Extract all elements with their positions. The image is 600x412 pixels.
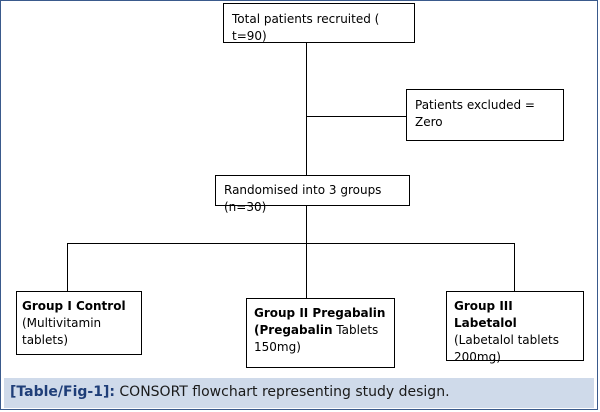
connector-randomised-down: [306, 206, 307, 244]
randomised-box: Randomised into 3 groups (n=30): [215, 175, 410, 214]
group1-detail: (Multivitamin tablets): [22, 316, 102, 347]
group3-detail: (Labetalol tablets 200mg): [454, 333, 559, 364]
randomised-text: Randomised into 3 groups (n=30): [224, 183, 382, 214]
group2-detail-drug: (Pregabalin: [254, 323, 333, 337]
group1-box: Group I Control (Multivitamin tablets): [16, 291, 142, 355]
caption-label: [Table/Fig-1]:: [10, 384, 115, 400]
recruited-box: Total patients recruited ( t=90): [223, 3, 415, 43]
group2-detail-dose: Tablets 150mg): [254, 323, 379, 354]
excluded-box: Patients excluded = Zero: [406, 89, 564, 141]
caption-text: CONSORT flowchart representing study des…: [114, 384, 450, 400]
connector-to-group2: [306, 243, 307, 299]
excluded-text: Patients excluded = Zero: [415, 98, 535, 129]
group2-box: Group II Pregabalin (Pregabalin Tablets …: [246, 298, 395, 368]
group1-title: Group I Control: [22, 299, 126, 313]
connector-to-group1: [67, 243, 68, 292]
group3-title: Group III Labetalol: [454, 299, 517, 330]
connector-to-group3: [514, 243, 515, 292]
connector-recruited-to-randomised: [306, 42, 307, 176]
figure-caption: [Table/Fig-1]: CONSORT flowchart represe…: [4, 378, 594, 408]
group2-title: Group II Pregabalin: [254, 306, 386, 320]
group2-detail: (Pregabalin Tablets 150mg): [254, 322, 388, 356]
connector-horizontal-split: [67, 243, 514, 244]
connector-to-excluded: [306, 116, 406, 117]
group3-box: Group III Labetalol (Labetalol tablets 2…: [446, 291, 584, 364]
recruited-text: Total patients recruited ( t=90): [232, 12, 380, 43]
